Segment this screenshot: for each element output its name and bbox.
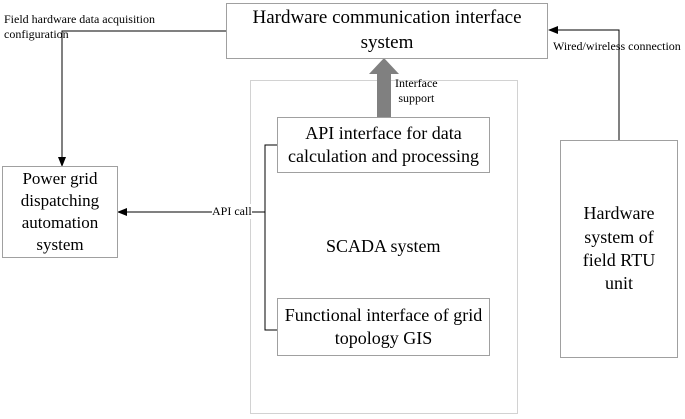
- interface-support-label: Interface support: [395, 76, 438, 106]
- rtu-system-box: Hardware system of field RTU unit: [560, 140, 678, 358]
- hardware-comm-label: Hardware communication interface system: [252, 7, 522, 53]
- interface-support-arrow: [369, 58, 399, 117]
- field-config-line1: Field hardware data acquisition: [4, 12, 155, 26]
- power-grid-label: Power grid dispatching automation system: [20, 168, 100, 255]
- grid-topology-box: Functional interface of grid topology GI…: [277, 298, 490, 356]
- api-bracket-connector: [264, 144, 277, 331]
- api-interface-label: API interface for data calculation and p…: [288, 122, 479, 166]
- interface-support-line2: support: [398, 91, 435, 105]
- interface-support-line1: Interface: [395, 76, 438, 90]
- field-config-label: Field hardware data acquisition configur…: [4, 12, 155, 42]
- grid-topology-label: Functional interface of grid topology GI…: [284, 304, 483, 348]
- wired-wireless-label: Wired/wireless connection: [553, 39, 681, 53]
- hardware-comm-box: Hardware communication interface system: [226, 3, 548, 59]
- api-call-label: API call: [212, 204, 252, 219]
- scada-label: SCADA system: [326, 236, 441, 256]
- wired-connection-connector: [548, 26, 620, 140]
- api-interface-box: API interface for data calculation and p…: [277, 117, 490, 173]
- field-config-line2: configuration: [4, 27, 69, 41]
- field-config-connector: [58, 30, 226, 167]
- rtu-system-label: Hardware system of field RTU unit: [582, 203, 656, 294]
- power-grid-box: Power grid dispatching automation system: [2, 166, 118, 258]
